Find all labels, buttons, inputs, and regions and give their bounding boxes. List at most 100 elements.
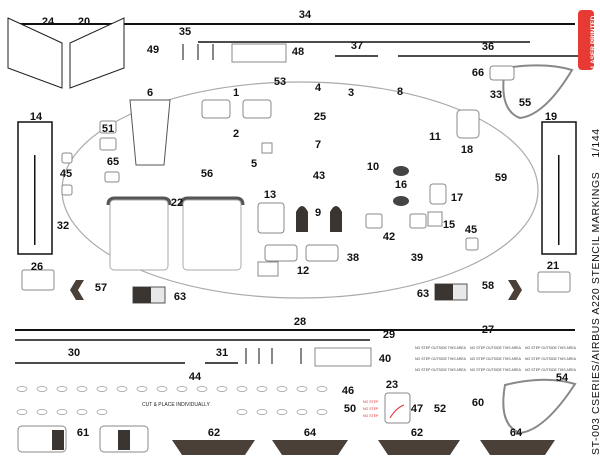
- stencil-text: NO STEP OUTSIDE THIS AREA: [470, 346, 522, 350]
- decal-number-48: 48: [291, 46, 305, 58]
- decal-number-65: 65: [106, 156, 120, 168]
- panel-24: [7, 17, 63, 89]
- decal-number-50: 50: [343, 403, 357, 415]
- decal-44-ovals: [16, 386, 328, 415]
- instruction-text: CUT & PLACE INDIVIDUALLY: [142, 402, 210, 408]
- decal-number-64: 64: [509, 427, 523, 439]
- door-22b: [182, 199, 242, 271]
- decal-number-13: 13: [263, 189, 277, 201]
- panel-20: [69, 17, 125, 89]
- stencil-text: NO STEP OUTSIDE THIS AREA: [470, 368, 522, 372]
- decal-number-5: 5: [250, 158, 258, 170]
- decal-64a: [272, 440, 348, 455]
- decal-number-43: 43: [312, 170, 326, 182]
- decal-number-14: 14: [29, 111, 43, 123]
- decal-number-59: 59: [494, 172, 508, 184]
- decal-number-63: 63: [173, 291, 187, 303]
- decal-number-40: 40: [378, 353, 392, 365]
- decal-number-52: 52: [433, 403, 447, 415]
- decal-number-8: 8: [396, 86, 404, 98]
- decal-number-38: 38: [346, 252, 360, 264]
- small-stencil: NO STEP: [363, 414, 379, 418]
- decal-number-1: 1: [232, 87, 240, 99]
- decal-number-56: 56: [200, 168, 214, 180]
- decal-number-34: 34: [298, 9, 312, 21]
- decal-number-42: 42: [382, 231, 396, 243]
- decal-64b: [480, 440, 555, 455]
- decal-number-66: 66: [471, 67, 485, 79]
- decal-9b: [330, 206, 342, 232]
- decal-number-2: 2: [232, 128, 240, 140]
- stencil-text: NO STEP OUTSIDE THIS AREA: [525, 368, 577, 372]
- scale-label: 1/144: [590, 128, 600, 158]
- decal-number-51: 51: [101, 123, 115, 135]
- decal-number-7: 7: [314, 139, 322, 151]
- decal-number-22: 22: [170, 197, 184, 209]
- decal-number-15: 15: [442, 219, 456, 231]
- decal-9a: [296, 206, 308, 232]
- decal-number-9: 9: [314, 207, 322, 219]
- decal-number-35: 35: [178, 26, 192, 38]
- decal-number-29: 29: [382, 329, 396, 341]
- decal-number-39: 39: [410, 252, 424, 264]
- stencil-text: NO STEP OUTSIDE THIS AREA: [415, 368, 467, 372]
- decal-number-58: 58: [481, 280, 495, 292]
- decal-number-10: 10: [366, 161, 380, 173]
- door-22a: [109, 199, 169, 271]
- decal-number-30: 30: [67, 347, 81, 359]
- decal-number-4: 4: [314, 82, 322, 94]
- decal-number-49: 49: [146, 44, 160, 56]
- decal-number-25: 25: [313, 111, 327, 123]
- window-55: [502, 64, 574, 120]
- decal-number-20: 20: [77, 16, 91, 28]
- decal-number-45: 45: [464, 224, 478, 236]
- sheet-title: ST-003 CSERIES/AIRBUS A220 STENCIL MARKI…: [590, 128, 600, 455]
- decal-number-62: 62: [410, 427, 424, 439]
- decal-number-36: 36: [481, 41, 495, 53]
- decal-number-12: 12: [296, 265, 310, 277]
- decal-number-6: 6: [146, 87, 154, 99]
- decal-number-63: 63: [416, 288, 430, 300]
- decal-62a: [172, 440, 255, 455]
- decal-number-17: 17: [450, 192, 464, 204]
- decal-number-21: 21: [546, 260, 560, 272]
- decal-number-33: 33: [489, 89, 503, 101]
- decal-number-26: 26: [30, 261, 44, 273]
- decal-number-23: 23: [385, 379, 399, 391]
- decal-number-47: 47: [410, 403, 424, 415]
- decal-number-11: 11: [429, 131, 441, 143]
- decal-number-31: 31: [215, 347, 229, 359]
- decal-number-61: 61: [76, 427, 90, 439]
- small-stencil: NO STEP: [363, 400, 379, 404]
- decal-number-44: 44: [188, 371, 202, 383]
- decal-number-55: 55: [518, 97, 532, 109]
- stencil-text: NO STEP OUTSIDE THIS AREA: [525, 357, 577, 361]
- decal-number-57: 57: [94, 282, 108, 294]
- decal-number-37: 37: [350, 40, 364, 52]
- decal-62b: [378, 440, 460, 455]
- window-54: [502, 378, 577, 435]
- stencil-text: NO STEP OUTSIDE THIS AREA: [415, 346, 467, 350]
- laser-printed-badge: LASER PRINTED: [578, 10, 597, 70]
- decal-number-3: 3: [347, 87, 355, 99]
- decal-number-60: 60: [471, 397, 485, 409]
- decal-48: [231, 43, 287, 63]
- decal-6: [129, 99, 171, 166]
- decal-number-46: 46: [341, 385, 355, 397]
- decal-number-54: 54: [555, 372, 569, 384]
- decal-number-24: 24: [41, 16, 55, 28]
- decal-number-18: 18: [460, 144, 474, 156]
- stencil-text: NO STEP OUTSIDE THIS AREA: [415, 357, 467, 361]
- decal-number-19: 19: [544, 111, 558, 123]
- stencil-text: NO STEP OUTSIDE THIS AREA: [470, 357, 522, 361]
- decal-number-28: 28: [293, 316, 307, 328]
- decal-number-27: 27: [481, 324, 495, 336]
- decal-number-62: 62: [207, 427, 221, 439]
- small-stencil: NO STEP: [363, 407, 379, 411]
- decal-number-64: 64: [303, 427, 317, 439]
- decal-40: [314, 347, 372, 367]
- stencil-text: NO STEP OUTSIDE THIS AREA: [525, 346, 577, 350]
- decal-number-53: 53: [273, 76, 287, 88]
- decal-number-32: 32: [56, 220, 70, 232]
